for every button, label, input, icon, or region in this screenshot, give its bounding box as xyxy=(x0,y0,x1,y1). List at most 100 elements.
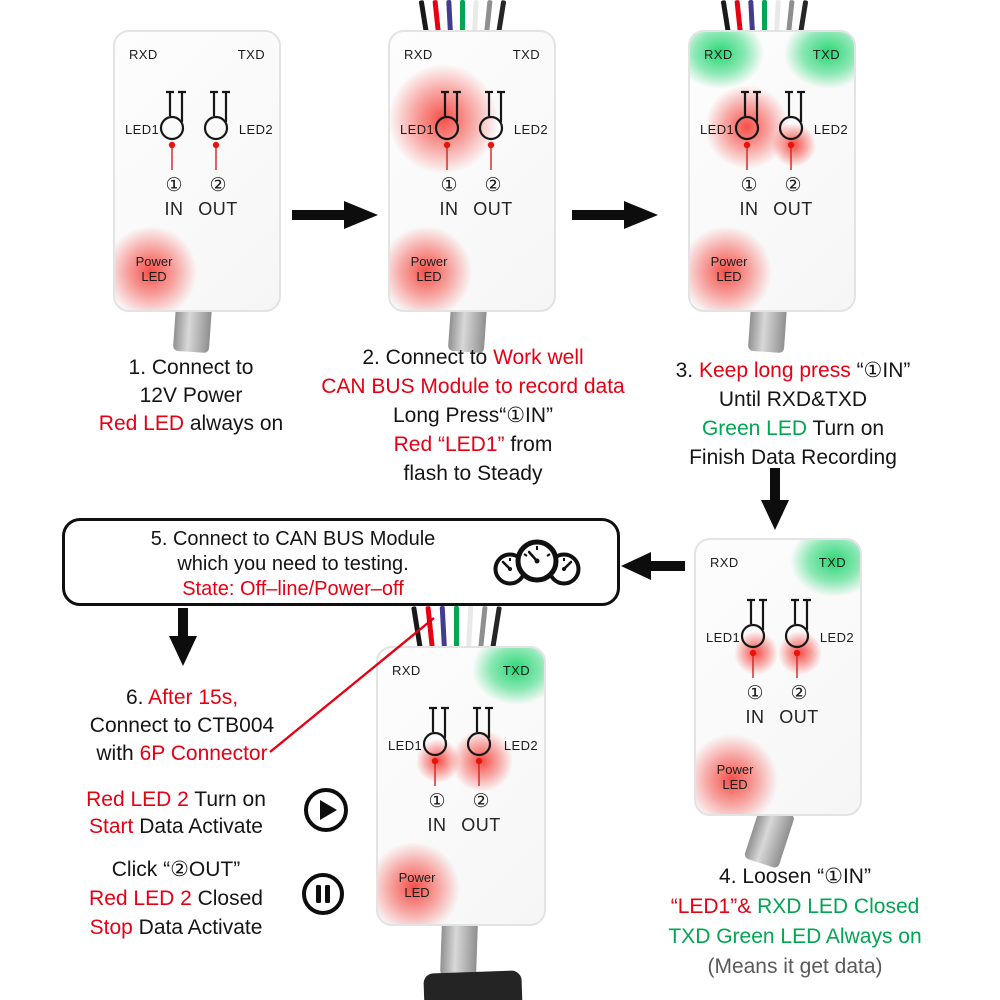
out-label: OUT xyxy=(773,199,813,219)
wire-bundle-module-5 xyxy=(411,605,502,651)
play-icon xyxy=(304,788,348,832)
rxd-label: RXD xyxy=(129,47,158,62)
led2-label: LED2 xyxy=(503,738,538,753)
step-line: flash to Steady xyxy=(403,462,543,485)
led2-label: LED2 xyxy=(813,122,848,137)
out-label: OUT xyxy=(779,707,819,727)
arrow-left-icon xyxy=(621,552,685,580)
step-line: Click “②OUT” xyxy=(111,858,241,881)
step-line: CAN BUS Module to record data xyxy=(321,375,625,398)
step-line: with 6P Connector xyxy=(96,742,268,765)
start-text: Red LED 2 Turn on Start Data Activate xyxy=(52,786,300,840)
led1-label: LED1 xyxy=(706,630,741,645)
step-5-text: 5. Connect to CAN BUS Module which you n… xyxy=(83,527,503,602)
led1-label: LED1 xyxy=(125,122,160,137)
arrow-right-icon xyxy=(292,201,378,229)
rxd-label: RXD xyxy=(404,47,433,62)
step-line: Red “LED1” from xyxy=(393,433,553,456)
step-line: which you need to testing. xyxy=(177,553,409,575)
in-label: IN xyxy=(739,199,759,219)
step-line: Start Data Activate xyxy=(89,815,263,838)
led2-icon xyxy=(784,598,813,680)
cable-module-1 xyxy=(172,304,212,354)
wire-bundle-module-2 xyxy=(418,0,507,35)
led2-label: LED2 xyxy=(513,122,548,137)
step-line: “LED1”& RXD LED Closed xyxy=(670,895,920,918)
rxd-label: RXD xyxy=(704,47,733,62)
step-6-text: 6. After 15s, Connect to CTB004 with 6P … xyxy=(58,684,306,768)
button-2-number: ② xyxy=(484,174,502,196)
arrow-right-icon xyxy=(572,201,658,229)
step-line: 4. Loosen “①IN” xyxy=(719,865,871,888)
led2-icon xyxy=(478,90,507,172)
txd-label: TXD xyxy=(818,555,846,570)
in-label: IN xyxy=(439,199,459,219)
step-line: Connect to CTB004 xyxy=(89,714,275,737)
button-1-number: ① xyxy=(740,174,758,196)
out-label: OUT xyxy=(198,199,238,219)
step-line: Red LED 2 Closed xyxy=(89,887,263,910)
stop-text: Click “②OUT” Red LED 2 Closed Stop Data … xyxy=(52,855,300,942)
button-2-number: ② xyxy=(790,682,808,704)
led2-icon xyxy=(466,706,495,788)
button-2-number: ② xyxy=(472,790,490,812)
step-line: 5. Connect to CAN BUS Module xyxy=(150,528,436,550)
txd-label: TXD xyxy=(237,47,265,62)
rxd-label: RXD xyxy=(392,663,421,678)
step-line: Until RXD&TXD xyxy=(718,388,868,411)
step-line: Red LED always on xyxy=(98,412,284,435)
step-line: Green LED Turn on xyxy=(701,417,885,440)
step-line: Long Press“①IN” xyxy=(392,404,554,427)
led2-icon xyxy=(778,90,807,172)
in-label: IN xyxy=(745,707,765,727)
button-1-number: ① xyxy=(428,790,446,812)
txd-label: TXD xyxy=(512,47,540,62)
out-label: OUT xyxy=(461,815,501,835)
led1-label: LED1 xyxy=(400,122,435,137)
step-3-text: 3. Keep long press “①IN” Until RXD&TXD G… xyxy=(634,356,952,472)
step-line: State: Off–line/Power–off xyxy=(182,578,404,600)
step-line: 3. Keep long press “①IN” xyxy=(675,359,911,382)
cable-connector xyxy=(423,970,523,1000)
step-line: 6. After 15s, xyxy=(125,686,239,709)
arrow-down-icon xyxy=(169,608,197,666)
led2-label: LED2 xyxy=(819,630,854,645)
step-2-text: 2. Connect to Work well CAN BUS Module t… xyxy=(305,343,641,488)
cable-module-5 xyxy=(440,919,478,977)
led1-label: LED1 xyxy=(388,738,423,753)
step-line: Stop Data Activate xyxy=(89,916,263,939)
step-4-text: 4. Loosen “①IN” “LED1”& RXD LED Closed T… xyxy=(632,862,958,982)
step-5-box: 5. Connect to CAN BUS Module which you n… xyxy=(62,518,620,606)
led1-icon xyxy=(434,90,463,172)
button-1-number: ① xyxy=(165,174,183,196)
gauges-icon xyxy=(493,539,581,586)
led2-label: LED2 xyxy=(238,122,273,137)
led1-icon xyxy=(734,90,763,172)
button-2-number: ② xyxy=(209,174,227,196)
step-line: Finish Data Recording xyxy=(689,446,897,469)
button-1-number: ① xyxy=(440,174,458,196)
wire-bundle-module-3 xyxy=(720,0,809,35)
button-2-number: ② xyxy=(784,174,802,196)
step-1-text: 1. Connect to 12V Power Red LED always o… xyxy=(66,354,316,438)
rxd-label: RXD xyxy=(710,555,739,570)
button-1-number: ① xyxy=(746,682,764,704)
in-label: IN xyxy=(164,199,184,219)
step-line: Red LED 2 Turn on xyxy=(86,788,266,811)
out-label: OUT xyxy=(473,199,513,219)
cable-module-3 xyxy=(747,304,787,354)
txd-label: TXD xyxy=(812,47,840,62)
led2-icon xyxy=(203,90,232,172)
led1-icon xyxy=(740,598,769,680)
txd-label: TXD xyxy=(502,663,530,678)
led1-label: LED1 xyxy=(700,122,735,137)
